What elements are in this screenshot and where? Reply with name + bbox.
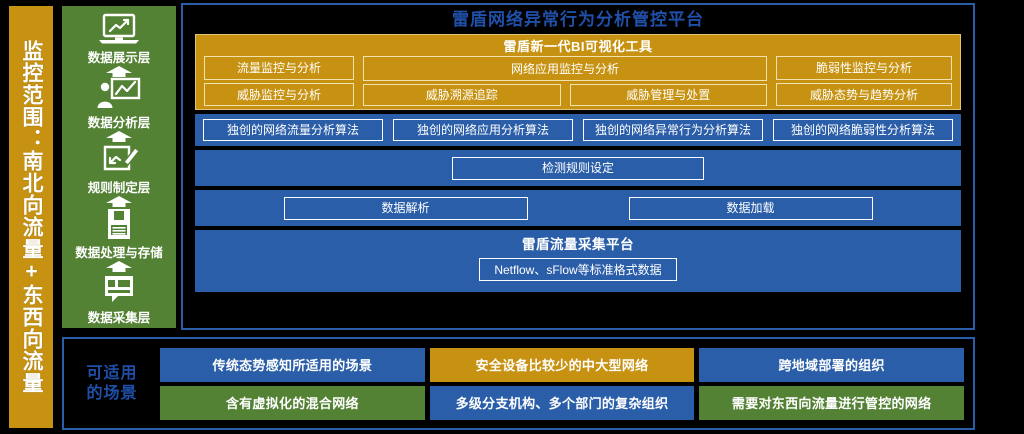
up-arrow-icon — [106, 196, 132, 207]
detection-rule-setting[interactable]: 检测规则设定 — [452, 156, 704, 180]
bi-cell-threat-monitoring[interactable]: 威胁监控与分析 — [204, 82, 354, 106]
bi-column-right: 脆弱性监控与分析 威胁态势与趋势分析 — [776, 56, 952, 106]
scenario-traditional-situational-awareness[interactable]: 传统态势感知所适用的场景 — [160, 347, 425, 382]
data-processing-band: 数据解析 数据加载 — [195, 190, 961, 226]
bi-column-left: 流量监控与分析 威胁监控与分析 — [204, 56, 354, 106]
scenarios-label-line2: 的场景 — [86, 384, 138, 402]
layer-item-analysis: 数据分析层 — [62, 77, 176, 131]
scenarios-label-line1: 可适用 — [86, 364, 138, 382]
scenario-cross-region-deployment[interactable]: 跨地域部署的组织 — [699, 347, 964, 382]
floppy-disk-icon — [108, 209, 130, 239]
layer-label: 数据分析层 — [87, 116, 151, 130]
collection-platform-band: 雷盾流量采集平台 Netflow、sFlow等标准格式数据 — [195, 230, 961, 292]
algorithm-vulnerability[interactable]: 独创的网络脆弱性分析算法 — [773, 119, 953, 141]
bi-cell-app-monitoring[interactable]: 网络应用监控与分析 — [363, 56, 767, 81]
data-parsing[interactable]: 数据解析 — [283, 196, 528, 220]
algorithm-anomaly-behavior[interactable]: 独创的网络异常行为分析算法 — [583, 119, 763, 141]
bi-visualization-block: 雷盾新一代BI可视化工具 流量监控与分析 威胁监控与分析 网络应用监控与分析 威… — [195, 34, 961, 110]
bi-cell-traffic-monitoring[interactable]: 流量监控与分析 — [204, 56, 354, 80]
scenario-multi-branch-organization[interactable]: 多级分支机构、多个部门的复杂组织 — [429, 385, 695, 420]
algorithm-traffic[interactable]: 独创的网络流量分析算法 — [203, 119, 383, 141]
presenter-board-icon — [97, 77, 141, 108]
scenario-east-west-traffic-control[interactable]: 需要对东西向流量进行管控的网络 — [699, 385, 964, 420]
bi-center-bottom-row: 威胁溯源追踪 威胁管理与处置 — [363, 83, 767, 106]
data-collector-icon — [105, 276, 133, 302]
bi-grid: 流量监控与分析 威胁监控与分析 网络应用监控与分析 威胁溯源追踪 威胁管理与处置… — [204, 56, 952, 106]
layer-label: 规则制定层 — [87, 181, 151, 195]
layer-item-rules: 规则制定层 — [62, 142, 176, 196]
monitoring-scope-bar: 监控范围：南北向流量+东西向流量 — [9, 6, 53, 428]
layer-item-collection: 数据采集层 — [62, 272, 176, 326]
document-pen-icon — [103, 145, 140, 171]
scenarios-grid: 传统态势感知所适用的场景 安全设备比较少的中大型网络 跨地域部署的组织 含有虚拟… — [160, 347, 973, 420]
bi-cell-threat-management[interactable]: 威胁管理与处置 — [569, 83, 767, 106]
page-title: 雷盾网络异常行为分析管控平台 — [452, 10, 704, 29]
laptop-chart-icon — [99, 13, 139, 44]
platform-panel: 雷盾网络异常行为分析管控平台 雷盾新一代BI可视化工具 流量监控与分析 威胁监控… — [181, 3, 975, 330]
scenario-virtualized-hybrid-network[interactable]: 含有虚拟化的混合网络 — [160, 385, 425, 420]
applicable-scenarios-label: 可适用 的场景 — [64, 364, 160, 404]
layer-label: 数据展示层 — [87, 51, 151, 65]
architecture-layers-column: 数据展示层 数据分析层 规则制定层 — [62, 6, 176, 328]
bi-block-title: 雷盾新一代BI可视化工具 — [503, 39, 653, 54]
scenario-few-security-devices[interactable]: 安全设备比较少的中大型网络 — [429, 347, 695, 382]
collection-data-formats[interactable]: Netflow、sFlow等标准格式数据 — [479, 258, 677, 281]
layer-item-storage: 数据处理与存储 — [62, 207, 176, 261]
bi-cell-vulnerability-monitoring[interactable]: 脆弱性监控与分析 — [776, 56, 952, 80]
layer-label: 数据处理与存储 — [75, 246, 163, 260]
applicable-scenarios-panel: 可适用 的场景 传统态势感知所适用的场景 安全设备比较少的中大型网络 跨地域部署… — [62, 337, 975, 430]
up-arrow-icon — [106, 261, 132, 272]
bi-cell-threat-trend[interactable]: 威胁态势与趋势分析 — [776, 82, 952, 106]
up-arrow-icon — [106, 131, 132, 142]
algorithm-application[interactable]: 独创的网络应用分析算法 — [393, 119, 573, 141]
collection-platform-title: 雷盾流量采集平台 — [522, 237, 634, 252]
up-arrow-icon — [106, 66, 132, 77]
monitoring-scope-label: 监控范围：南北向流量+东西向流量 — [20, 40, 44, 394]
data-loading[interactable]: 数据加载 — [628, 196, 873, 220]
bi-cell-threat-tracing[interactable]: 威胁溯源追踪 — [363, 83, 561, 106]
detection-rule-band: 检测规则设定 — [195, 150, 961, 186]
layer-item-presentation: 数据展示层 — [62, 12, 176, 66]
layer-label: 数据采集层 — [87, 311, 151, 325]
algorithms-band: 独创的网络流量分析算法 独创的网络应用分析算法 独创的网络异常行为分析算法 独创… — [195, 114, 961, 146]
bi-column-center: 网络应用监控与分析 威胁溯源追踪 威胁管理与处置 — [363, 56, 767, 106]
